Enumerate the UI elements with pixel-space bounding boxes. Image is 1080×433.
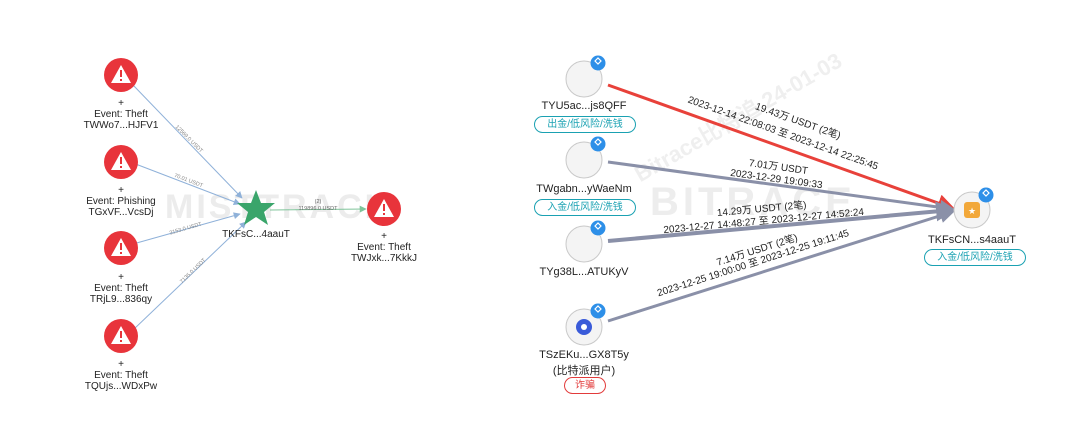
alert-node[interactable] [104, 319, 138, 353]
event-text: Event: Phishing [86, 196, 156, 207]
risk-tag: 入金/低风险/洗钱 [534, 199, 636, 216]
node-label: + Event: Theft TWJxk...7KkkJ [334, 231, 434, 264]
edge-time: 2023-12-25 19:00:00 至 2023-12-25 19:11:4… [656, 227, 851, 299]
tag-icon [594, 305, 602, 313]
left-graph-panel: MISTTRACK 12569.0 USDT 70.01 USDT 3153.0… [0, 0, 500, 433]
plus-icon: + [118, 98, 124, 109]
event-text: Event: Theft [357, 242, 411, 253]
edge-label: 119896.0 USDT [298, 206, 338, 212]
address-label[interactable]: TSzEKu...GX8T5y [539, 349, 629, 361]
address-text: TQUjs...WDxPw [84, 381, 158, 392]
address-text: TWJxk...7KkkJ [350, 253, 418, 264]
risk-tag: 入金/低风险/洗钱 [924, 249, 1026, 266]
edge-line[interactable] [607, 208, 955, 323]
edge-line[interactable] [607, 83, 956, 212]
target-address-node[interactable]: ★ [953, 187, 994, 229]
risk-tag: 诈骗 [564, 377, 606, 394]
edge-line[interactable] [132, 221, 247, 331]
edge-label: 12569.0 USDT [174, 124, 204, 154]
tag-icon [982, 189, 990, 197]
risk-tag: 出金/低风险/洗钱 [534, 116, 636, 133]
address-label[interactable]: TYU5ac...js8QFF [541, 100, 627, 112]
node-label: + Event: Theft TRjL9...836qy [71, 272, 171, 305]
address-text: TRjL9...836qy [89, 294, 153, 305]
address-node[interactable] [565, 55, 606, 98]
address-sublabel: (比特派用户) [552, 365, 616, 377]
edge-label: 7135.0 USDT [179, 257, 208, 285]
edge-label: 3153.0 USDT [169, 221, 203, 236]
event-text: Event: Theft [94, 109, 148, 120]
plus-icon: + [381, 231, 387, 242]
alert-node[interactable] [104, 231, 138, 265]
exchange-icon [964, 202, 980, 218]
event-text: Event: Theft [94, 370, 148, 381]
left-graph-svg: 12569.0 USDT 70.01 USDT 3153.0 USDT 7135… [104, 58, 401, 353]
address-text: TGxVF...VcsDj [88, 207, 154, 218]
address-node[interactable] [565, 303, 606, 346]
edge-line[interactable] [607, 201, 956, 243]
edge-line[interactable] [132, 162, 241, 206]
right-graph-panel: BITRACE Bitrace比特追 24-01-03 19.43万 USDT … [500, 0, 1080, 433]
center-star-node[interactable] [237, 190, 275, 225]
node-label: + Event: Theft TQUjs...WDxPw [71, 359, 171, 392]
plus-icon: + [118, 272, 124, 283]
address-label[interactable]: TYg38L...ATUKyV [539, 266, 629, 278]
event-text: Event: Theft [94, 283, 148, 294]
right-graph-svg: 19.43万 USDT (2笔) 2023-12-14 22:08:03 至 2… [565, 55, 994, 346]
address-node[interactable] [565, 220, 606, 263]
edge-line[interactable] [132, 84, 243, 199]
alert-node[interactable] [104, 145, 138, 179]
edge-line[interactable] [607, 160, 955, 215]
plus-icon: + [118, 185, 124, 196]
alert-node[interactable] [367, 192, 401, 226]
edge-line[interactable] [269, 205, 367, 213]
plus-icon: + [118, 359, 124, 370]
tag-icon [594, 57, 602, 65]
edge-count: (2) [315, 199, 322, 205]
edge-time: 2023-12-14 22:08:03 至 2023-12-14 22:25:4… [686, 94, 880, 173]
address-text: TWWo7...HJFV1 [83, 120, 159, 131]
node-label: + Event: Theft TWWo7...HJFV1 [71, 98, 171, 131]
node-label: + Event: Phishing TGxVF...VcsDj [71, 185, 171, 218]
target-address-label[interactable]: TKFsCN...s4aauT [927, 234, 1017, 246]
edge-label: 70.01 USDT [173, 173, 204, 190]
tag-icon [594, 138, 602, 146]
tag-icon [594, 222, 602, 230]
address-node[interactable] [565, 136, 606, 179]
svg-text:★: ★ [968, 206, 976, 216]
alert-node[interactable] [104, 58, 138, 92]
edge-line[interactable] [132, 212, 241, 245]
address-label[interactable]: TWgabn...yWaeNm [536, 183, 632, 195]
center-node-label: TKFsC...4aauT [222, 229, 290, 240]
